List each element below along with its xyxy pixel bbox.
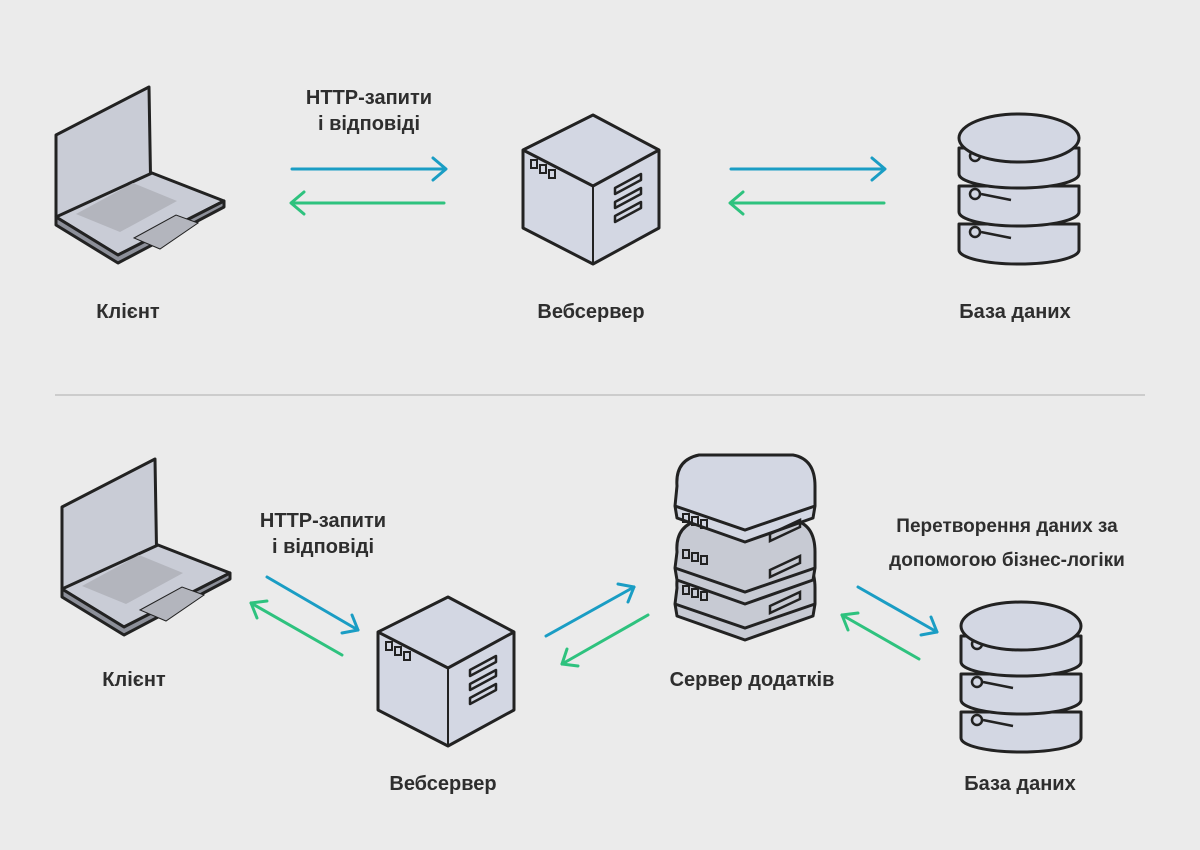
bottom-client-response-arrow: [249, 599, 344, 657]
bottom-webserver-label: Вебсервер: [389, 773, 497, 795]
bottom-client-label: Клієнт: [102, 669, 166, 691]
top-webserver-label: Вебсервер: [537, 301, 645, 323]
database-icon: [957, 112, 1081, 266]
business-logic-line1: Перетворення даних за: [896, 516, 1118, 537]
client-laptop-icon: [60, 457, 232, 637]
bottom-http-line2: і відповіді: [271, 536, 375, 558]
webserver-icon: [521, 113, 661, 266]
webserver-icon: [376, 595, 516, 748]
business-logic-line2: допомогою бізнес-логіки: [889, 550, 1125, 571]
bottom-app-response-arrow: [560, 613, 650, 668]
top-client-label: Клієнт: [96, 301, 160, 323]
bottom-db-response-arrow: [840, 611, 921, 661]
bottom-appserver-label: Сервер додатків: [669, 669, 835, 691]
top-http-line2: і відповіді: [317, 113, 421, 135]
top-http-line1: HTTP-запити: [305, 87, 433, 109]
bottom-db-request-arrow: [856, 585, 939, 637]
bottom-client-request-arrow: [265, 575, 360, 635]
database-icon: [959, 600, 1083, 754]
top-http-caption: HTTP-запити і відповіді: [306, 85, 432, 137]
top-request-arrow: [290, 156, 448, 182]
business-logic-caption: Перетворення даних за допомогою бізнес-л…: [889, 510, 1125, 578]
bottom-app-request-arrow: [544, 582, 636, 638]
client-laptop-icon: [54, 85, 226, 265]
top-db-response-arrow: [728, 190, 886, 216]
server-stack-icon: [673, 453, 817, 642]
top-db-request-arrow: [729, 156, 887, 182]
bottom-http-line1: HTTP-запити: [259, 510, 387, 532]
bottom-http-caption: HTTP-запити і відповіді: [260, 508, 386, 560]
top-response-arrow: [289, 190, 446, 216]
bottom-database-label: База даних: [964, 773, 1076, 795]
top-database-label: База даних: [959, 301, 1071, 323]
